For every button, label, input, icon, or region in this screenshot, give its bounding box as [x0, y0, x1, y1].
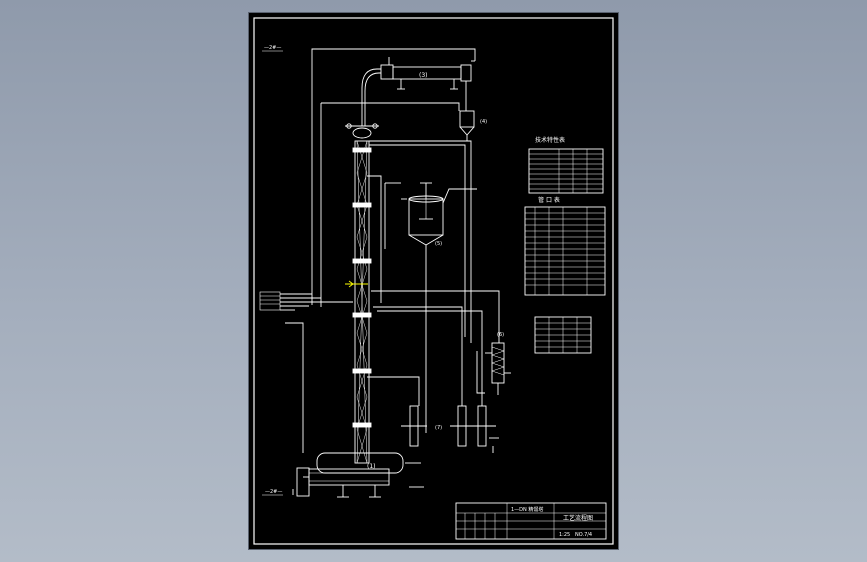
rotameters: (7)	[367, 306, 499, 453]
title-block-sheet-no: NO.7/4	[575, 532, 592, 538]
tech-table-title: 技术特性表	[535, 136, 565, 144]
small-table	[534, 316, 592, 354]
column-tag: (1)	[367, 463, 376, 470]
title-block-drawing-name: 工艺流程图	[563, 514, 593, 522]
top-left-note: —2#—	[264, 45, 281, 51]
nozzle-table: 管 口 表	[524, 196, 606, 296]
reflux-receiver: (4)	[459, 81, 487, 141]
utility-header-lines	[311, 48, 500, 343]
column-reboiler: (1)	[285, 322, 424, 498]
title-block: 1—DN 精馏塔 工艺流程图 1:25 NO.7/4	[455, 502, 607, 540]
process-flow-drawing: —2#—	[253, 17, 614, 545]
drawing-sheet: —2#—	[249, 13, 618, 549]
receiver-tag: (4)	[480, 119, 487, 125]
kettle-tag: (5)	[435, 241, 442, 247]
feed-kettle: (5)	[384, 182, 477, 433]
nozzle-table-title: 管 口 表	[538, 196, 560, 204]
rotameter-tag: (7)	[435, 425, 442, 431]
title-block-project: 1—DN 精馏塔	[511, 506, 543, 513]
condenser: (3)	[380, 57, 475, 90]
cooler-tag: (6)	[497, 332, 504, 338]
distillation-column	[345, 68, 381, 464]
condenser-tag: (3)	[419, 72, 428, 79]
tech-spec-table: 技术特性表	[528, 136, 604, 194]
title-block-scale: 1:25	[559, 532, 570, 538]
feed-marker	[345, 280, 368, 288]
left-line-tags: —2#—	[259, 291, 353, 496]
bottom-left-note: —2#—	[265, 489, 282, 495]
drawing-frame	[253, 17, 614, 545]
